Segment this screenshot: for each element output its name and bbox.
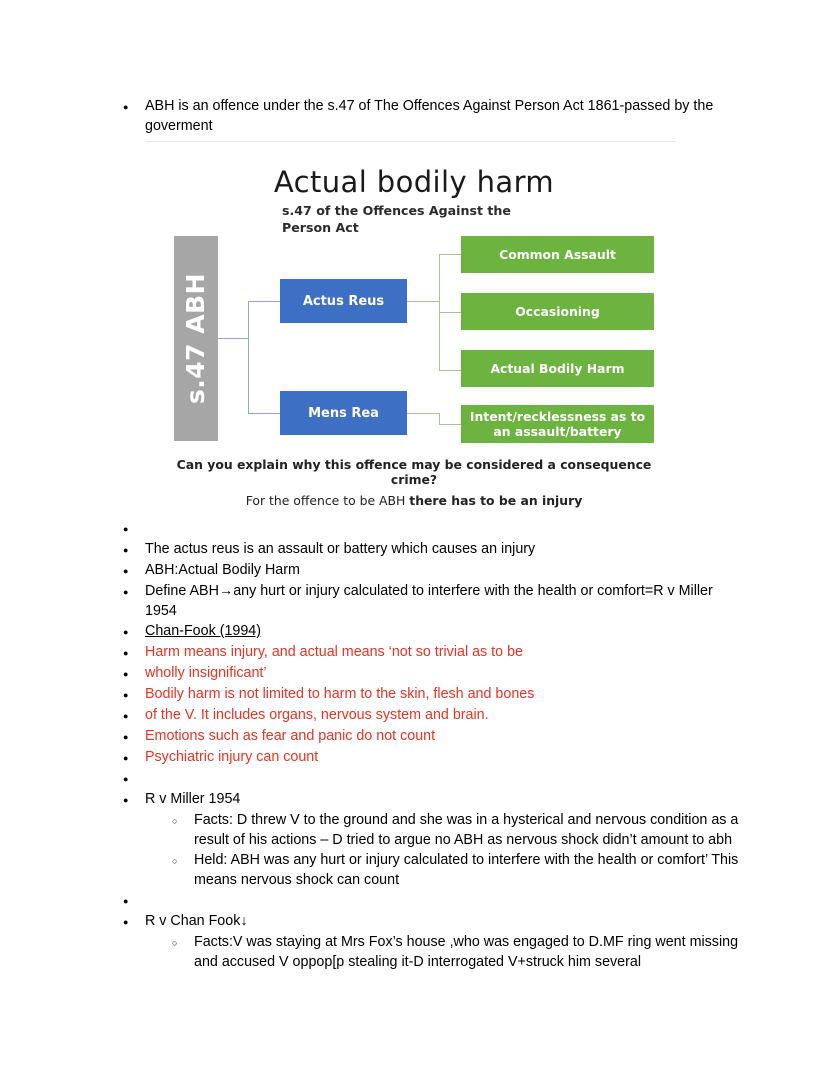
list-item: R v Chan Fook↓	[123, 911, 828, 932]
diagram-node-intent-recklessness: Intent/recklessness as to an assault/bat…	[461, 405, 654, 443]
diagram-node-actus-reus: Actus Reus	[280, 279, 407, 323]
bullet-marker	[123, 768, 145, 789]
list-item-label	[145, 518, 738, 538]
list-item-label: Bodily harm is not limited to harm to th…	[145, 686, 535, 702]
list-item	[123, 518, 828, 539]
bullet-marker	[123, 684, 145, 705]
list-item: ABH:Actual Bodily Harm	[123, 560, 828, 581]
bullet-marker	[123, 890, 145, 911]
list-item: Define ABH→any hurt or injury calculated…	[123, 581, 828, 621]
list-item: ABH is an offence under the s.47 of The …	[123, 96, 828, 136]
sub-list-item-label: Held: ABH was any hurt or injury calcula…	[194, 852, 739, 888]
sub-list-item: Facts: D threw V to the ground and she w…	[172, 810, 828, 850]
diagram-node-intent-recklessness-label: Intent/recklessness as to an assault/bat…	[469, 409, 646, 439]
diagram-node-occasioning: Occasioning	[461, 293, 654, 330]
list-item: Bodily harm is not limited to harm to th…	[123, 684, 828, 705]
connector-to-actus-reus	[248, 301, 280, 302]
sub-list-item-label: Facts: D threw V to the ground and she w…	[194, 812, 739, 848]
list-item: The actus reus is an assault or battery …	[123, 539, 828, 560]
connector-to-occasioning	[439, 312, 461, 313]
bullet-marker	[123, 539, 145, 560]
slide-note: For the offence to be ABH there has to b…	[168, 493, 660, 508]
notes-body-list: The actus reus is an assault or battery …	[0, 518, 828, 972]
diagram-node-root-label: s.47 ABH	[181, 272, 211, 405]
bullet-marker	[123, 726, 145, 747]
list-item-label: ABH:Actual Bodily Harm	[145, 562, 300, 578]
slide-title: Actual bodily harm	[273, 165, 555, 199]
connector-root-stem	[218, 338, 248, 339]
connector-to-mens-rea	[248, 413, 280, 414]
list-item-label: wholly insignificant’	[145, 665, 267, 681]
list-item-label: Define ABH→any hurt or injury calculated…	[145, 583, 713, 619]
connector-mens-drop	[439, 413, 440, 424]
list-item-label: The actus reus is an assault or battery …	[145, 541, 536, 557]
diagram-node-actus-reus-label: Actus Reus	[302, 293, 385, 309]
horizontal-divider	[146, 141, 676, 142]
diagram-node-mens-rea: Mens Rea	[280, 391, 407, 435]
list-item: wholly insignificant’	[123, 663, 828, 684]
list-item: R v Miller 1954	[123, 789, 828, 810]
list-item-label	[145, 890, 738, 910]
diagram-node-mens-rea-label: Mens Rea	[308, 405, 379, 421]
slide-subtitle: s.47 of the Offences Against the Person …	[282, 203, 511, 235]
list-item: Harm means injury, and actual means ‘not…	[123, 642, 828, 663]
sub-bullet-marker	[172, 932, 194, 953]
list-item-label: R v Miller 1954	[145, 791, 241, 807]
bullet-marker	[123, 96, 145, 117]
list-item: of the V. It includes organs, nervous sy…	[123, 705, 828, 726]
connector-to-actual-bodily-harm	[439, 370, 461, 371]
slide-question: Can you explain why this offence may be …	[176, 457, 652, 487]
bullet-marker	[123, 705, 145, 726]
list-item-label: Psychiatric injury can count	[145, 749, 319, 765]
bullet-marker	[123, 663, 145, 684]
list-item-label: ABH is an offence under the s.47 of The …	[145, 98, 714, 134]
list-item-label: Harm means injury, and actual means ‘not…	[145, 644, 523, 660]
sub-bullet-marker	[172, 850, 194, 871]
connector-to-intent	[439, 424, 461, 425]
bullet-marker	[123, 621, 145, 642]
bullet-marker	[123, 560, 145, 581]
slide-note-prefix: For the offence to be ABH	[245, 493, 410, 508]
sub-list-item: Facts:V was staying at Mrs Fox’s house ,…	[172, 932, 828, 972]
sub-list-item: Held: ABH was any hurt or injury calcula…	[172, 850, 828, 890]
diagram-node-common-assault: Common Assault	[461, 236, 654, 273]
list-item: Psychiatric injury can count	[123, 747, 828, 768]
bullet-marker	[123, 642, 145, 663]
bullet-marker	[123, 789, 145, 810]
slide-note-emphasis: there has to be an injury	[409, 493, 583, 508]
list-item-label: Emotions such as fear and panic do not c…	[145, 728, 436, 744]
list-item-label: R v Chan Fook↓	[145, 913, 248, 929]
connector-mens-stem	[407, 413, 439, 414]
connector-actus-stem	[407, 301, 439, 302]
abh-slide-image: Actual bodily harm s.47 of the Offences …	[168, 160, 660, 515]
diagram-node-occasioning-label: Occasioning	[515, 304, 600, 319]
list-item	[123, 768, 828, 789]
list-item	[123, 890, 828, 911]
connector-to-common-assault	[439, 254, 461, 255]
list-item-label	[145, 768, 738, 788]
bullet-marker	[123, 747, 145, 768]
list-item: Chan-Fook (1994)	[123, 621, 828, 642]
diagram-node-actual-bodily-harm-label: Actual Bodily Harm	[490, 361, 625, 376]
diagram-node-common-assault-label: Common Assault	[499, 247, 616, 262]
connector-root-split	[248, 301, 249, 413]
bullet-marker	[123, 911, 145, 932]
abh-flow-diagram: s.47 ABH Actus Reus Mens Rea	[168, 234, 660, 443]
list-item-label: Chan-Fook (1994)	[145, 623, 262, 639]
list-item-label: of the V. It includes organs, nervous sy…	[145, 707, 489, 723]
diagram-node-actual-bodily-harm: Actual Bodily Harm	[461, 350, 654, 387]
bullet-marker	[123, 581, 145, 602]
sub-list-item-label: Facts:V was staying at Mrs Fox’s house ,…	[194, 934, 739, 970]
list-item: Emotions such as fear and panic do not c…	[123, 726, 828, 747]
diagram-node-root: s.47 ABH	[174, 236, 218, 441]
intro-section: ABH is an offence under the s.47 of The …	[0, 96, 828, 136]
bullet-marker	[123, 518, 145, 539]
sub-bullet-marker	[172, 810, 194, 831]
